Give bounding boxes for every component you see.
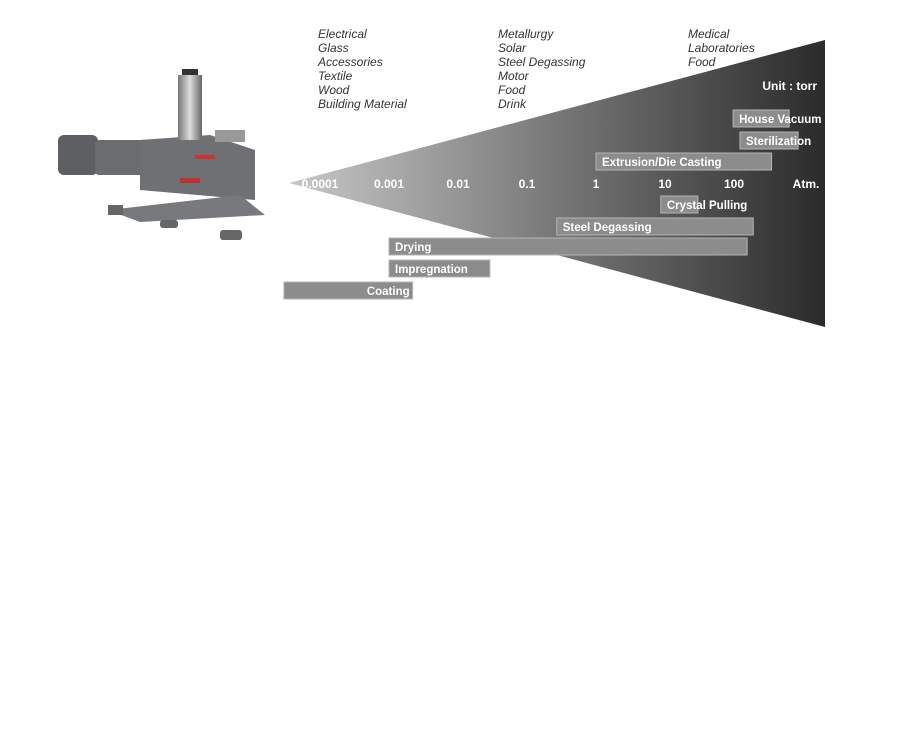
application-label: Accessories (318, 55, 383, 69)
unit-label: Unit : torr (762, 79, 817, 93)
tick-label: Atm. (793, 177, 820, 191)
range-bar (388, 259, 491, 278)
tick-label: 0.001 (374, 177, 404, 191)
tick-label: 0.1 (519, 177, 536, 191)
application-label: Electrical (318, 27, 367, 41)
application-label: Wood (318, 83, 350, 97)
application-label: Laboratories (688, 41, 755, 55)
application-label: Medical (688, 27, 730, 41)
application-label: Metallurgy (498, 27, 554, 41)
tick-label: 0.01 (446, 177, 470, 191)
application-label: Food (688, 55, 716, 69)
range-bar (660, 195, 699, 214)
bar-label: House Vacuum (739, 114, 821, 126)
application-label: Food (498, 83, 526, 97)
bar-label: Sterilization (746, 136, 811, 148)
bar-label: Impregnation (395, 264, 468, 276)
tick-label: 1 (593, 177, 600, 191)
range-bar (739, 131, 799, 150)
vacuum-pump-image (58, 69, 265, 240)
tick-label: 10 (658, 177, 672, 191)
tick-label: 100 (724, 177, 744, 191)
bar-label: Drying (395, 242, 431, 254)
application-label: Drink (498, 97, 527, 111)
range-bar (388, 237, 748, 256)
bar-label: Crystal Pulling (667, 200, 748, 212)
range-bar (732, 109, 790, 128)
range-bar (556, 217, 754, 236)
tick-label: 0.0001 (302, 177, 339, 191)
application-label: Building Material (318, 97, 407, 111)
bar-label: Extrusion/Die Casting (602, 157, 722, 169)
range-bar (595, 152, 773, 171)
application-label: Steel Degassing (498, 55, 586, 69)
range-bar (283, 281, 414, 300)
application-label: Motor (498, 69, 529, 83)
application-label: Solar (498, 41, 527, 55)
application-label: Glass (318, 41, 349, 55)
application-label: Textile (318, 69, 353, 83)
application-column-1: Electrical Glass Accessories Textile Woo… (318, 27, 407, 111)
bar-label: Steel Degassing (563, 222, 652, 234)
bar-label: Coating (367, 286, 410, 298)
application-column-2: Metallurgy Solar Steel Degassing Motor F… (498, 27, 585, 111)
application-column-3: Medical Laboratories Food (688, 27, 755, 69)
